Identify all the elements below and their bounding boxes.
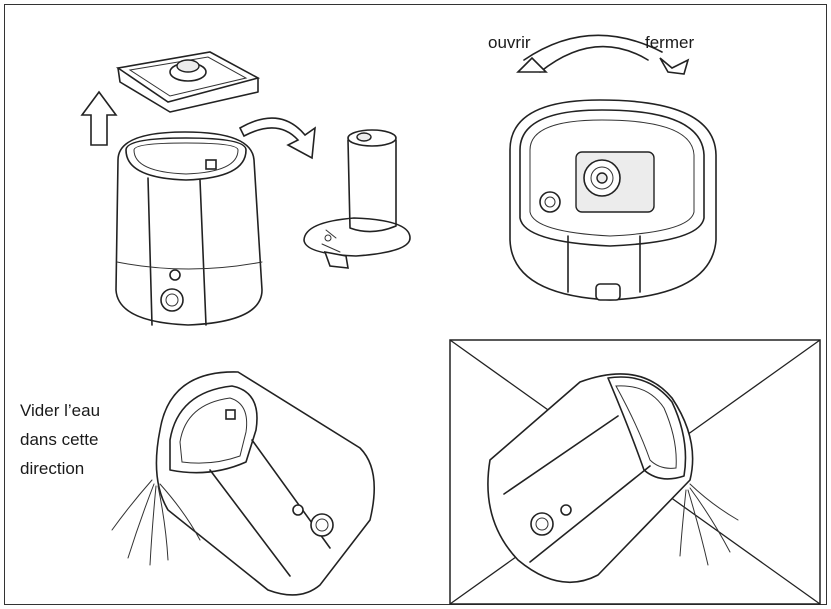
- up-arrow-icon: [80, 90, 118, 146]
- close-label: fermer: [645, 33, 695, 52]
- water-stream-icon: [111, 479, 201, 566]
- empty-direction-line-3: direction: [20, 459, 85, 478]
- water-stream-icon: [679, 483, 739, 566]
- tilted-unit-correct-illustration: [155, 371, 376, 596]
- curved-arrow-icon: [238, 117, 316, 160]
- empty-direction-label: Vider l’eau dans cette direction: [20, 396, 140, 483]
- top-view-illustration: [509, 99, 717, 301]
- open-label: ouvrir: [488, 33, 531, 52]
- empty-direction-line-1: Vider l’eau: [20, 401, 101, 420]
- rotation-arrows-icon: [516, 34, 690, 75]
- humidifier-body-illustration: [115, 131, 263, 326]
- empty-direction-line-2: dans cette: [20, 430, 99, 449]
- nebulizer-column-illustration: [303, 129, 411, 269]
- tilted-unit-wrong-illustration: [487, 373, 694, 583]
- lid-removed-illustration: [115, 51, 261, 113]
